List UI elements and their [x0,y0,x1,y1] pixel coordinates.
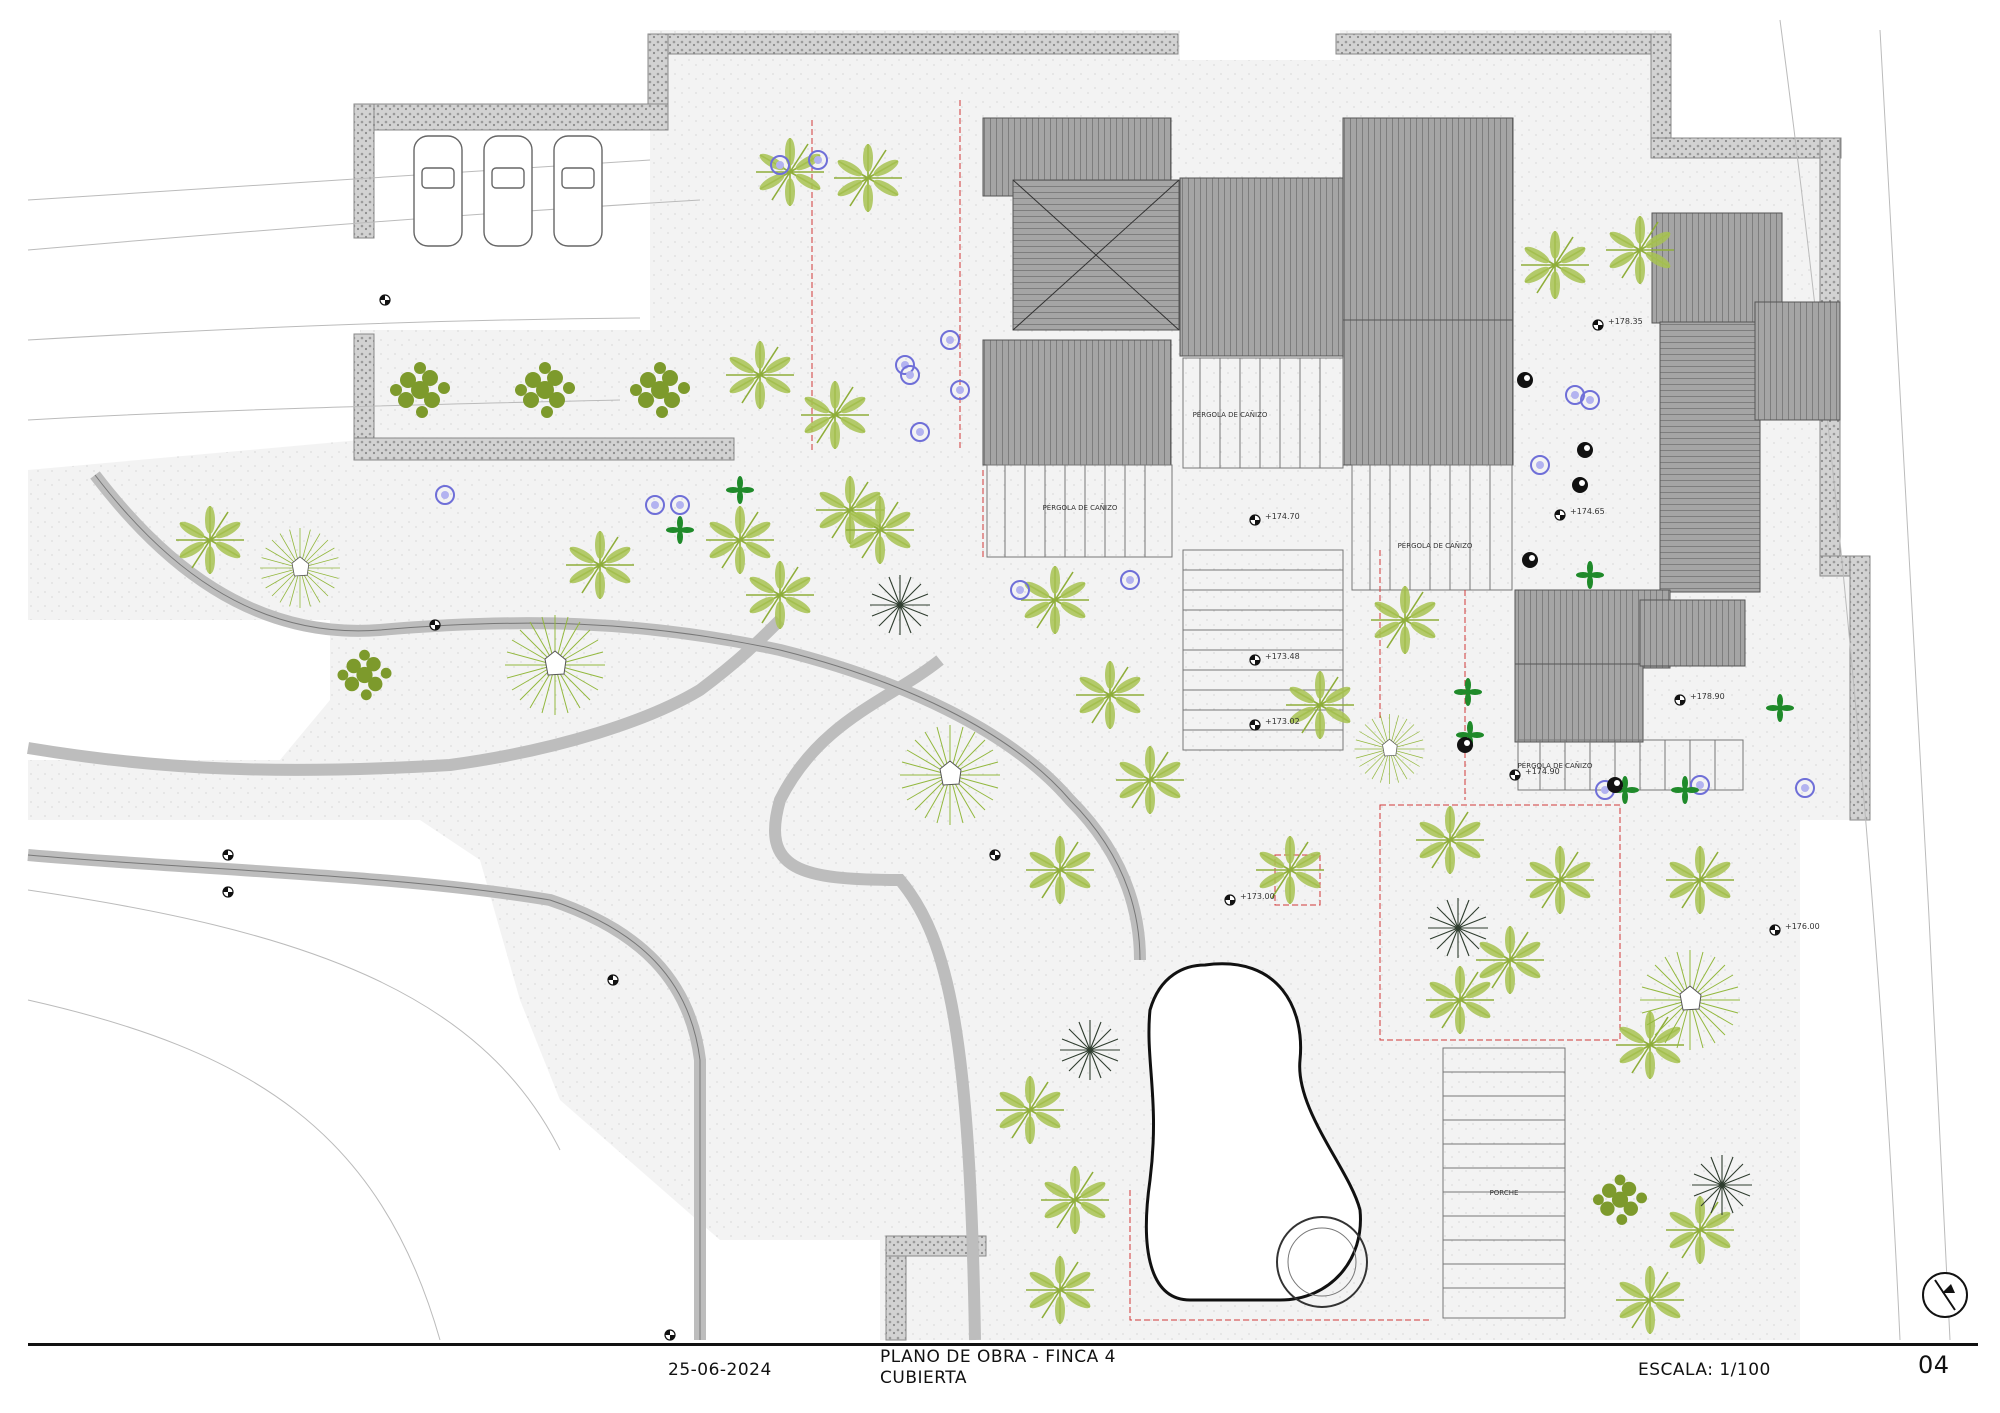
parking-cars [413,135,603,247]
boundary-walls [353,33,1871,1341]
title-block-rule [28,1343,1978,1346]
drawing-title: PLANO DE OBRA - FINCA 4 [880,1347,1116,1367]
level-label-5: +174.65 [1570,507,1605,516]
level-label-6: +178.35 [1608,317,1643,326]
house-roofs [982,117,1841,743]
level-label-9: +176.00 [1785,922,1820,931]
drawing-date: 25-06-2024 [668,1360,772,1380]
swimming-pool [1144,962,1368,1308]
pergola-label-2: PÉRGOLA DE CAÑIZO [1043,503,1118,512]
level-label-8: +174.90 [1525,767,1560,776]
level-label-3: +173.02 [1265,717,1300,726]
terrace-steps [1182,549,1566,1319]
drawing-subtitle: CUBIERTA [880,1368,967,1388]
drawing-scale: ESCALA: 1/100 [1638,1360,1771,1380]
level-label-4: +173.00 [1240,892,1275,901]
level-label-7: +178.90 [1690,692,1725,701]
sheet-number: 04 [1918,1351,1950,1379]
pergolas [986,357,1744,791]
north-arrow [1922,1272,1968,1318]
pergola-label-3: PÉRGOLA DE CAÑIZO [1398,541,1473,550]
level-label-1: +174.70 [1265,512,1300,521]
porche-label: PORCHE [1490,1189,1519,1197]
pergola-label-1: PÉRGOLA DE CAÑIZO [1193,410,1268,419]
pergola-label-4: PÉRGOLA DE CAÑIZO [1518,761,1593,770]
level-label-2: +173.48 [1265,652,1300,661]
